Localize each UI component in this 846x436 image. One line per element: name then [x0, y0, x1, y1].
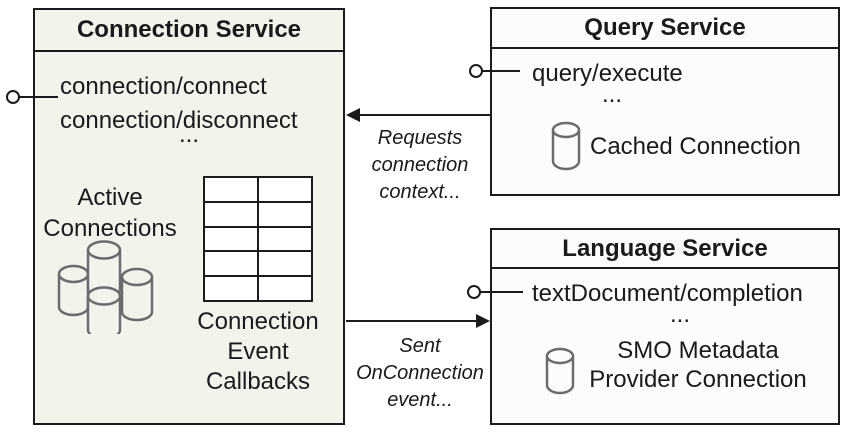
sent-onconnection-label: Sent OnConnection event... — [356, 335, 484, 411]
requests-connection-arrow-line — [358, 114, 490, 116]
language-service-box: Language Service — [490, 228, 840, 425]
query-service-methods: query/execute — [532, 59, 683, 89]
connection-service-ellipsis: ... — [178, 121, 199, 148]
language-service-title: Language Service — [492, 230, 838, 269]
lollipop-stem — [482, 70, 520, 72]
provided-interface-lollipop-icon — [6, 90, 20, 104]
sent-onconnection-arrowhead-icon — [476, 314, 490, 328]
language-service-methods: textDocument/completion — [532, 279, 803, 309]
cached-connection-label: Cached Connection — [590, 133, 801, 160]
method-connection-disconnect: connection/disconnect — [60, 107, 298, 134]
provided-interface-lollipop-icon — [467, 285, 481, 299]
requests-connection-arrowhead-icon — [346, 108, 360, 122]
query-service-title: Query Service — [492, 9, 838, 49]
active-connections-label: Active Connections — [43, 184, 177, 242]
database-cylinder-icon — [551, 121, 581, 171]
requests-connection-label: Requests connection context... — [371, 127, 469, 203]
method-textdocument-completion: textDocument/completion — [532, 280, 803, 307]
connection-service-title: Connection Service — [35, 10, 343, 52]
language-service-ellipsis: ... — [669, 301, 690, 328]
smo-metadata-provider-connection-label: SMO Metadata Provider Connection — [589, 337, 807, 393]
connection-event-callbacks-label: Connection Event Callbacks — [197, 308, 319, 395]
callbacks-table-icon — [203, 176, 313, 302]
method-query-execute: query/execute — [532, 60, 683, 87]
connection-service-methods: connection/connect connection/disconnect — [60, 70, 298, 138]
database-cylinder-icon — [545, 347, 575, 395]
provided-interface-lollipop-icon — [469, 64, 483, 78]
query-service-ellipsis: ... — [601, 81, 622, 108]
query-service-box: Query Service — [490, 7, 840, 196]
lollipop-stem — [19, 96, 58, 98]
method-connection-connect: connection/connect — [60, 73, 267, 100]
database-cluster-icon — [57, 240, 154, 334]
sent-onconnection-arrow-line — [346, 320, 478, 322]
lollipop-stem — [480, 291, 523, 293]
